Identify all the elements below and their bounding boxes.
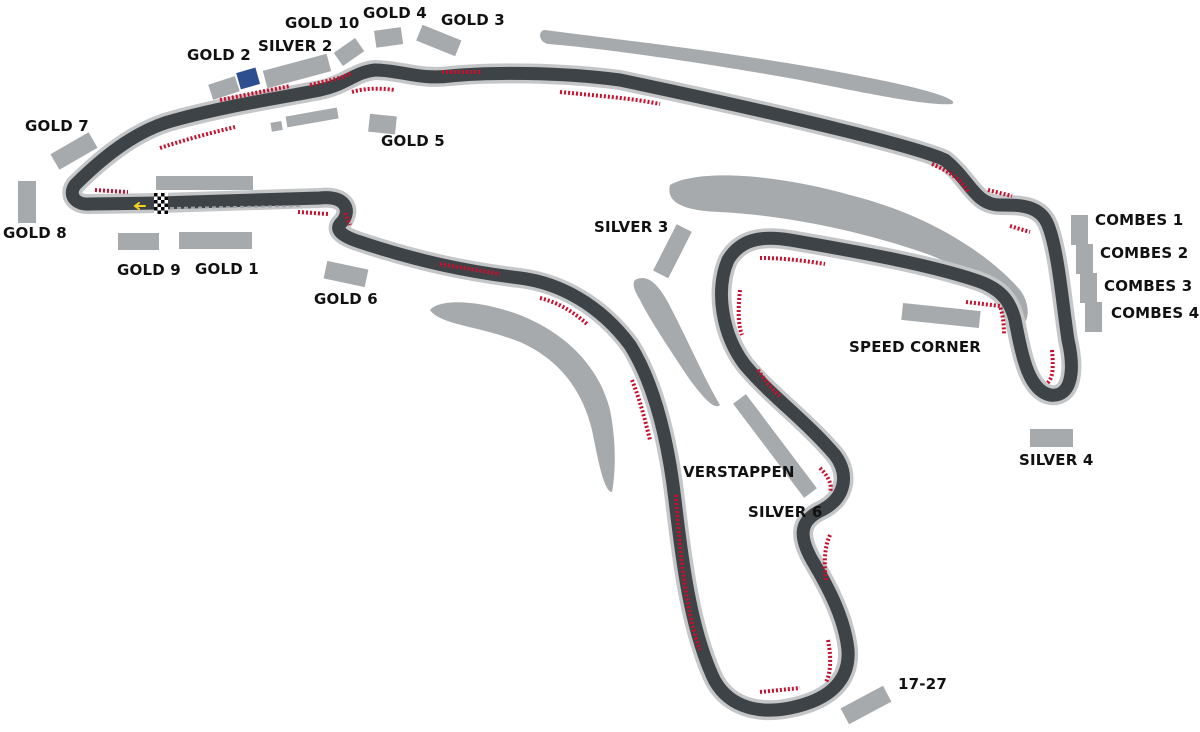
label-silver-6[interactable]: SILVER 6 — [748, 503, 823, 521]
kerb — [818, 466, 833, 493]
kerb — [539, 296, 590, 327]
label-combes-1[interactable]: COMBES 1 — [1095, 211, 1183, 229]
stand-gold-4[interactable] — [374, 27, 404, 48]
kerb — [297, 210, 329, 216]
runoff-kemmel — [540, 30, 954, 105]
kerb — [1009, 224, 1031, 234]
kerb — [1044, 349, 1055, 386]
kerb — [931, 162, 970, 193]
track-edge — [62, 60, 1082, 721]
stand-speed-corner[interactable] — [901, 302, 981, 329]
stand-gold-5-a[interactable] — [285, 107, 339, 128]
label-silver-4[interactable]: SILVER 4 — [1019, 451, 1094, 469]
kerb — [630, 379, 652, 441]
kerb — [736, 289, 744, 336]
stand-pit-building[interactable] — [156, 176, 253, 190]
stand-gold-10[interactable] — [333, 37, 365, 67]
runoff-areas — [430, 30, 1028, 492]
race-track — [62, 60, 1082, 721]
track-surface — [65, 63, 1078, 717]
stand-17-27[interactable] — [840, 685, 892, 725]
label-gold-2[interactable]: GOLD 2 — [187, 46, 251, 64]
runoff-eau-rouge — [430, 302, 615, 492]
stand-gold-2-ext[interactable] — [208, 76, 240, 100]
label-gold-7[interactable]: GOLD 7 — [25, 117, 89, 135]
label-gold-5[interactable]: GOLD 5 — [381, 132, 445, 150]
pit-lane — [169, 205, 301, 209]
stand-combes-3[interactable] — [1080, 273, 1097, 303]
stand-silver-3[interactable] — [653, 224, 692, 279]
label-combes-3[interactable]: COMBES 3 — [1104, 277, 1192, 295]
stand-gold-8[interactable] — [18, 181, 36, 223]
stand-silver-6[interactable] — [733, 394, 817, 498]
kerb — [159, 125, 236, 150]
runoff-bruxelles — [633, 278, 720, 407]
label-17-27[interactable]: 17-27 — [898, 675, 947, 693]
label-combes-2[interactable]: COMBES 2 — [1100, 244, 1188, 262]
runoff-pouhon — [669, 175, 1028, 322]
label-gold-4[interactable]: GOLD 4 — [363, 4, 427, 22]
kerb — [822, 534, 832, 581]
start-finish-flag-icon — [154, 193, 168, 214]
stand-combes-1[interactable] — [1071, 215, 1088, 245]
label-combes-4[interactable]: COMBES 4 — [1111, 304, 1199, 322]
stand-combes-4[interactable] — [1085, 302, 1102, 332]
label-gold-6[interactable]: GOLD 6 — [314, 290, 378, 308]
label-gold-9[interactable]: GOLD 9 — [117, 261, 181, 279]
kerb — [965, 300, 1006, 336]
label-speed-corner[interactable]: SPEED CORNER — [849, 338, 981, 356]
stand-gold-9[interactable] — [118, 233, 159, 250]
kerb — [309, 70, 354, 87]
stand-gold-1[interactable] — [179, 232, 252, 249]
stand-gold-5-b[interactable] — [270, 121, 283, 132]
label-verstappen[interactable]: VERSTAPPEN — [683, 463, 795, 481]
stand-silver-2[interactable] — [262, 53, 332, 89]
kerb — [759, 256, 826, 266]
label-gold-3[interactable]: GOLD 3 — [441, 11, 505, 29]
kerb — [559, 90, 661, 106]
stand-gold-5[interactable] — [368, 113, 397, 135]
kerb — [824, 639, 833, 683]
kerb — [759, 686, 801, 694]
label-gold-10[interactable]: GOLD 10 — [285, 14, 360, 32]
stand-gold-7[interactable] — [50, 132, 98, 170]
grandstands — [18, 24, 1102, 725]
stand-labels: GOLD 10 GOLD 4 GOLD 3 GOLD 2 SILVER 2 GO… — [3, 4, 1199, 693]
kerb — [219, 84, 291, 102]
kerb — [987, 188, 1013, 198]
stand-silver-4[interactable] — [1030, 429, 1073, 447]
stand-combes-2[interactable] — [1076, 244, 1093, 274]
kerb — [94, 188, 129, 194]
label-gold-1[interactable]: GOLD 1 — [195, 260, 259, 278]
stand-gold-3[interactable] — [416, 24, 462, 57]
label-silver-3[interactable]: SILVER 3 — [594, 218, 669, 236]
label-silver-2[interactable]: SILVER 2 — [258, 37, 333, 55]
kerb — [674, 494, 702, 651]
stand-gold-6[interactable] — [323, 260, 369, 288]
kerb — [756, 368, 782, 398]
direction-arrow-icon — [133, 202, 146, 210]
stand-gold-2[interactable] — [236, 67, 261, 90]
label-gold-8[interactable]: GOLD 8 — [3, 224, 67, 242]
kerbs — [94, 70, 1055, 694]
kerb — [351, 86, 396, 94]
